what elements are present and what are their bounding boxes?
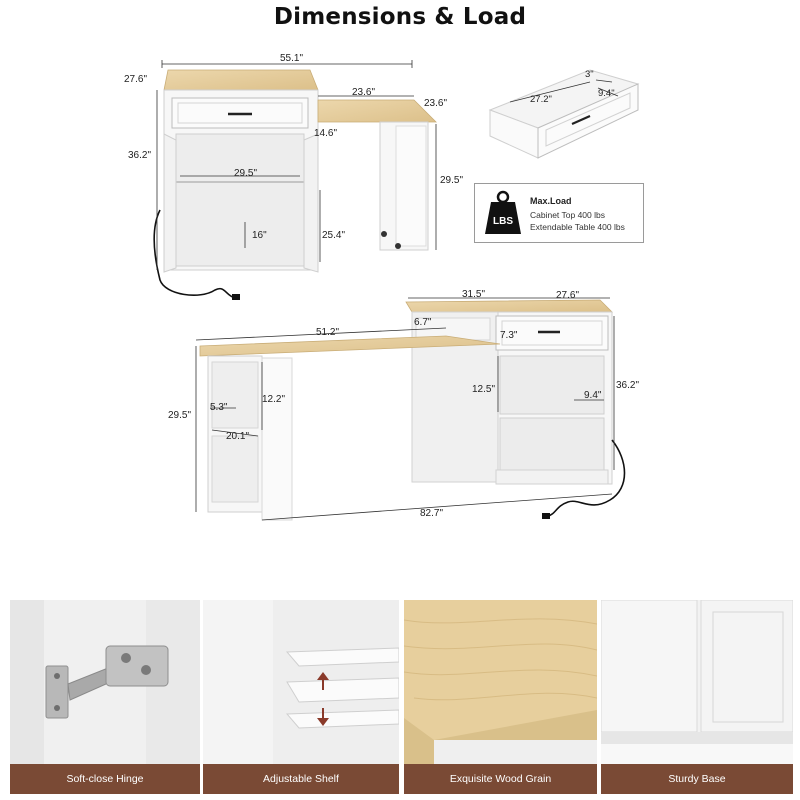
- dim-b-shelf-d: 9.4": [584, 390, 602, 401]
- dim-drawer-width: 27.2": [530, 94, 552, 105]
- dim-b-drawer-front: 7.3": [500, 330, 518, 341]
- dim-drawer-height: 3": [585, 69, 594, 80]
- dim-ext-depth: 23.6": [424, 98, 447, 109]
- page-title: Dimensions & Load: [273, 4, 527, 30]
- dim-b-drawer-h: 6.7": [414, 317, 432, 328]
- dim-ext-height: 29.5": [440, 175, 463, 186]
- dim-ext-width: 23.6": [352, 87, 375, 98]
- dim-cab-depth: 27.6": [124, 74, 147, 85]
- feature-caption-shelf: Adjustable Shelf: [203, 764, 399, 794]
- dim-inner-width: 29.5": [234, 168, 257, 179]
- arrow-down-icon: [317, 708, 329, 726]
- dim-b-total-len: 82.7": [420, 508, 443, 519]
- dim-b-table-h: 29.5": [168, 410, 191, 421]
- extendable-table-top-view: [317, 99, 437, 251]
- dim-cab-width: 55.1": [280, 53, 303, 64]
- lbs-badge: LBS: [493, 216, 513, 227]
- arrow-up-icon: [317, 672, 329, 690]
- feature-caption-wood: Exquisite Wood Grain: [404, 764, 597, 794]
- dimension-lines-bottom: [195, 297, 615, 521]
- dim-b-niche-w: 5.3": [210, 402, 228, 413]
- dim-shelf-gap: 16": [252, 230, 267, 241]
- assembled-desk-view: [199, 299, 626, 521]
- dim-cab-height: 36.2": [128, 150, 151, 161]
- hinge-icon: [45, 645, 169, 719]
- feature-caption-hinge: Soft-close Hinge: [10, 764, 200, 794]
- weight-lbs-icon: LBS: [485, 190, 521, 234]
- dim-b-side-depth: 27.6": [556, 290, 579, 301]
- feature-photo-shelf: [203, 600, 399, 764]
- cabinet-top-view: [153, 69, 319, 300]
- feature-photo-wood: [404, 600, 597, 764]
- feature-photo-base: [601, 600, 793, 764]
- dim-drawer-depth: 9.4": [598, 88, 615, 99]
- dim-b-table-len: 51.2": [316, 327, 339, 338]
- drawer-detail: [488, 69, 640, 159]
- feature-caption-base: Sturdy Base: [601, 764, 793, 794]
- max-load-line-2: Extendable Table 400 lbs: [530, 222, 625, 232]
- feature-photo-hinge: [10, 600, 200, 764]
- dimension-lines-top: [156, 60, 437, 270]
- dim-b-shelf-h: 12.5": [472, 384, 495, 395]
- max-load-box: LBS Max.Load Cabinet Top 400 lbs Extenda…: [474, 183, 644, 243]
- dim-b-cab-h: 36.2": [616, 380, 639, 391]
- max-load-line-1: Cabinet Top 400 lbs: [530, 210, 605, 220]
- dim-b-top-depth: 31.5": [462, 289, 485, 300]
- max-load-title: Max.Load: [530, 196, 572, 206]
- dim-leg-height: 25.4": [322, 230, 345, 241]
- dim-b-niche-d: 20.1": [226, 431, 249, 442]
- dim-b-niche-h: 12.2": [262, 394, 285, 405]
- dim-ext-side: 14.6": [314, 128, 337, 139]
